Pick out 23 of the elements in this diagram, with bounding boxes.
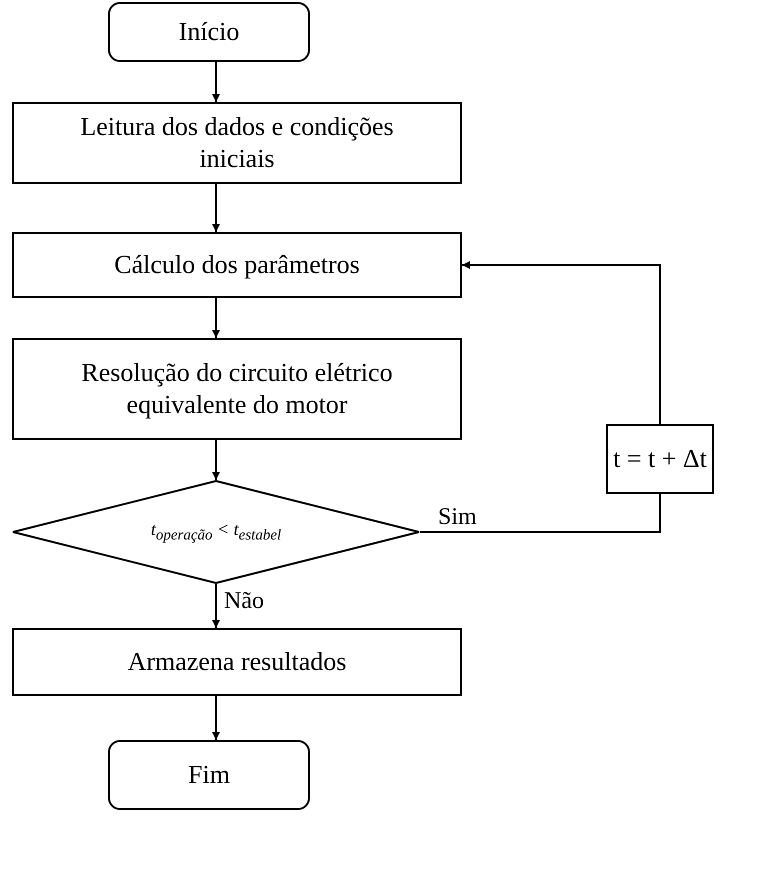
node-label: Início [178,16,240,48]
process-box [606,424,714,494]
node-label: Armazena resultados [128,646,346,678]
process-box [12,628,462,696]
node-label: t = t + Δt [613,442,707,475]
node-label: Leitura dos dados e condições iniciais [79,110,395,175]
arrow [212,298,220,338]
arrow [212,440,220,480]
process-box [12,102,462,184]
node-label: Resolução do circuito elétrico equivalente do motor [80,356,394,421]
terminal-box [108,2,310,62]
node-label: Fim [188,758,230,791]
arrow [212,184,220,232]
node-label: t$_{operação}$ < t$_{estabel}$ [150,518,282,546]
process-box [12,338,462,440]
arrow [212,584,220,628]
terminal-box [108,740,310,810]
arrow [212,696,220,740]
decision-diamond [12,480,420,584]
node-label: Cálculo dos parâmetros [114,248,360,281]
process-box [12,232,462,298]
arrow [212,62,220,102]
arrow [462,261,661,424]
